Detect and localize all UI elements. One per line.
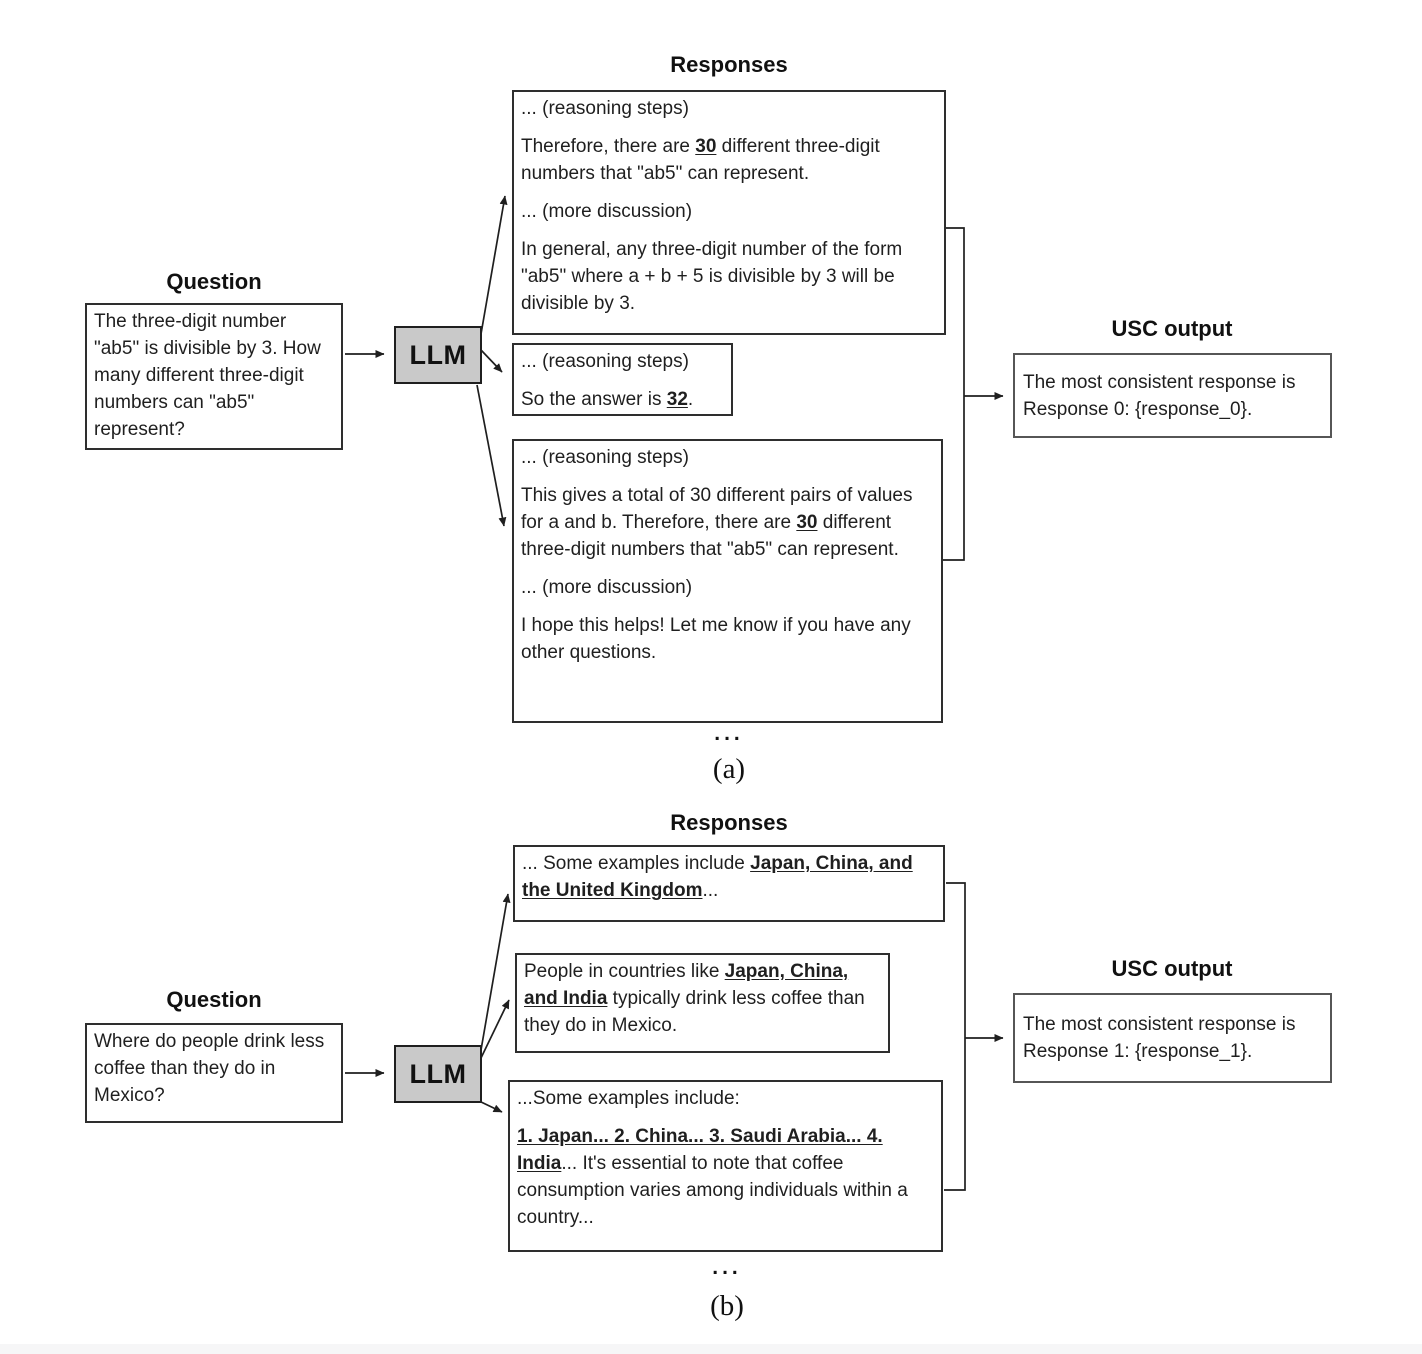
response-paragraph: I hope this helps! Let me know if you ha… — [521, 612, 934, 666]
subfigure-label-a: (a) — [712, 753, 746, 785]
response-paragraph: ... (more discussion) — [521, 198, 937, 225]
bracket-responses-b — [944, 882, 966, 1191]
response-paragraph: This gives a total of 30 different pairs… — [521, 482, 934, 563]
response-paragraph: Therefore, there are 30 different three-… — [521, 133, 937, 187]
arrow-llm-to-response1-a — [480, 195, 508, 335]
usc-heading-b: USC output — [1111, 956, 1233, 981]
page-bottom-strip — [0, 1344, 1422, 1354]
response-paragraph: ...Some examples include: — [517, 1085, 934, 1112]
response-text: . — [687, 389, 694, 410]
highlighted-answer-text: 30 — [796, 512, 818, 533]
responses-heading-a: Responses — [670, 52, 788, 77]
question-heading-a: Question — [166, 269, 262, 294]
response-paragraph: 1. Japan... 2. China... 3. Saudi Arabia.… — [517, 1123, 934, 1231]
response-box-b-1: ... Some examples include Japan, China, … — [513, 845, 945, 922]
response-text: So the answer is — [521, 389, 667, 410]
response-text: People in countries like — [524, 961, 725, 982]
highlighted-answer-text: 1. Japan... 2. China... 3. Saudi Arabia.… — [517, 1126, 883, 1174]
response-box-b-2: People in countries like Japan, China, a… — [515, 953, 890, 1053]
response-text: ... (more discussion) — [521, 201, 693, 222]
response-text: ... (reasoning steps) — [521, 98, 689, 119]
llm-label-a: LLM — [409, 339, 467, 370]
usc-heading-a: USC output — [1111, 316, 1233, 341]
arrow-llm-to-response2-a — [480, 349, 503, 373]
responses-ellipsis-a: ... — [714, 722, 744, 745]
question-box-b: Where do people drink less coffee than t… — [85, 1023, 343, 1123]
subfigure-label-b: (b) — [710, 1290, 744, 1322]
question-text-a: The three-digit number "ab5" is divisibl… — [94, 311, 321, 440]
question-text-b: Where do people drink less coffee than t… — [94, 1031, 325, 1106]
arrow-llm-to-response3-b — [478, 1100, 503, 1113]
response-text: ... — [702, 880, 719, 901]
responses-heading-b: Responses — [670, 810, 788, 835]
response-text: ... Some examples include — [522, 853, 751, 874]
responses-ellipsis-b: ... — [712, 1256, 742, 1279]
response-text: different three-digit numbers that "ab5"… — [521, 512, 899, 560]
response-paragraph: ... (reasoning steps) — [521, 95, 937, 122]
response-text: ... (reasoning steps) — [521, 351, 689, 372]
response-text: I hope this helps! Let me know if you ha… — [521, 615, 911, 663]
question-box-a: The three-digit number "ab5" is divisibl… — [85, 303, 343, 450]
highlighted-answer-text: 32 — [666, 389, 688, 410]
highlighted-answer-text: 30 — [695, 136, 717, 157]
response-text: ... (more discussion) — [521, 577, 693, 598]
response-paragraph: ... Some examples include Japan, China, … — [522, 850, 936, 904]
usc-output-text-a: The most consistent response is Response… — [1023, 371, 1296, 420]
response-text: This gives a total of 30 different pairs… — [521, 485, 913, 533]
response-text: ... (reasoning steps) — [521, 447, 689, 468]
response-text: In general, any three-digit number of th… — [521, 239, 903, 314]
response-text: typically drink less coffee than they do… — [524, 988, 865, 1036]
response-box-a-2: ... (reasoning steps) So the answer is 3… — [512, 343, 733, 416]
usc-output-box-b: The most consistent response is Response… — [1013, 993, 1332, 1083]
response-paragraph: ... (reasoning steps) — [521, 348, 724, 375]
response-paragraph: People in countries like Japan, China, a… — [524, 958, 881, 1039]
arrow-llm-to-response1-b — [480, 893, 511, 1051]
response-text: different three-digit numbers that "ab5"… — [521, 136, 880, 184]
llm-box-b: LLM — [394, 1045, 482, 1103]
response-paragraph: ... (reasoning steps) — [521, 444, 934, 471]
arrow-llm-to-response3-a — [476, 384, 507, 527]
response-text: ... It's essential to note that coffee c… — [517, 1153, 908, 1228]
highlighted-answer-text: Japan, China, and the United Kingdom — [522, 853, 913, 901]
response-paragraph: ... (more discussion) — [521, 574, 934, 601]
llm-box-a: LLM — [394, 326, 482, 384]
response-box-a-1: ... (reasoning steps) Therefore, there a… — [512, 90, 946, 335]
response-box-a-3: ... (reasoning steps) This gives a total… — [512, 439, 943, 723]
bracket-responses-a — [943, 227, 965, 561]
usc-output-box-a: The most consistent response is Response… — [1013, 353, 1332, 438]
question-heading-b: Question — [166, 987, 262, 1012]
arrow-llm-to-response2-b — [480, 999, 510, 1059]
response-paragraph: In general, any three-digit number of th… — [521, 236, 937, 317]
response-box-b-3: ...Some examples include: 1. Japan... 2.… — [508, 1080, 943, 1252]
highlighted-answer-text: Japan, China, and India — [524, 961, 849, 1009]
response-text: Therefore, there are — [521, 136, 696, 157]
usc-output-text-b: The most consistent response is Response… — [1023, 1014, 1296, 1062]
response-paragraph: So the answer is 32. — [521, 386, 724, 413]
llm-label-b: LLM — [409, 1058, 467, 1089]
response-text: ...Some examples include: — [517, 1088, 740, 1109]
